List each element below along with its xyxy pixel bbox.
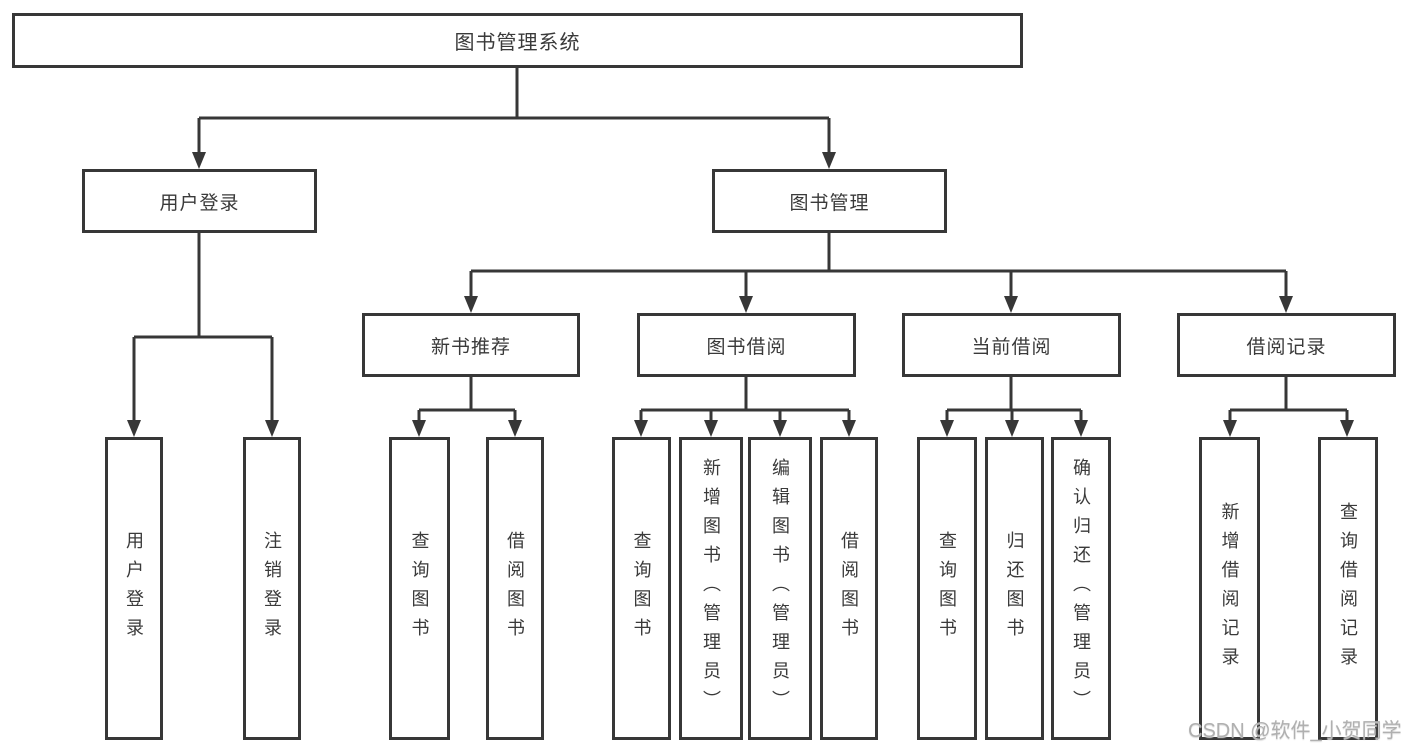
leaf-edit-book-admin: 编辑图书（管理员） [748, 437, 812, 740]
leaf-add-book-admin: 新增图书（管理员） [679, 437, 743, 740]
node-current-borrowing: 当前借阅 [902, 313, 1121, 377]
arrowhead-icon [739, 296, 753, 313]
arrowhead-icon [940, 420, 954, 437]
leaf-add-borrow-record: 新增借阅记录 [1199, 437, 1260, 740]
arrowhead-icon [508, 420, 522, 437]
arrowhead-icon [634, 420, 648, 437]
node-user-login: 用户登录 [82, 169, 317, 233]
arrowhead-icon [842, 420, 856, 437]
arrowhead-icon [412, 420, 426, 437]
arrowhead-icon [1340, 420, 1354, 437]
arrowhead-icon [822, 152, 836, 169]
leaf-query-book-borrowing: 查询图书 [612, 437, 671, 740]
watermark: CSDN @软件_小贺同学 [1188, 720, 1402, 742]
connector-paths [132, 68, 1349, 420]
leaf-confirm-return-admin: 确认归还（管理员） [1051, 437, 1111, 740]
leaf-return-book: 归还图书 [985, 437, 1044, 740]
node-book-management: 图书管理 [712, 169, 947, 233]
node-borrowing-record: 借阅记录 [1177, 313, 1396, 377]
arrowhead-icon [1005, 420, 1019, 437]
arrowhead-icon [773, 420, 787, 437]
node-new-book-recommendation: 新书推荐 [362, 313, 580, 377]
arrowhead-icon [1004, 296, 1018, 313]
arrowhead-icon [1223, 420, 1237, 437]
arrowhead-icon [127, 420, 141, 437]
arrowhead-icon [704, 420, 718, 437]
leaf-borrow-book-borrowing: 借阅图书 [820, 437, 878, 740]
node-book-borrowing: 图书借阅 [637, 313, 856, 377]
arrowhead-icon [192, 152, 206, 169]
leaf-query-book-current: 查询图书 [917, 437, 977, 740]
arrowhead-icon [464, 296, 478, 313]
arrowheads [127, 152, 1354, 437]
arrowhead-icon [1279, 296, 1293, 313]
leaf-query-book-recommendation: 查询图书 [389, 437, 450, 740]
leaf-borrow-book-recommendation: 借阅图书 [486, 437, 544, 740]
leaf-query-borrow-record: 查询借阅记录 [1318, 437, 1378, 740]
leaf-user-login: 用户登录 [105, 437, 163, 740]
arrowhead-icon [1074, 420, 1088, 437]
arrowhead-icon [265, 420, 279, 437]
leaf-logout: 注销登录 [243, 437, 301, 740]
node-root-system: 图书管理系统 [12, 13, 1023, 68]
